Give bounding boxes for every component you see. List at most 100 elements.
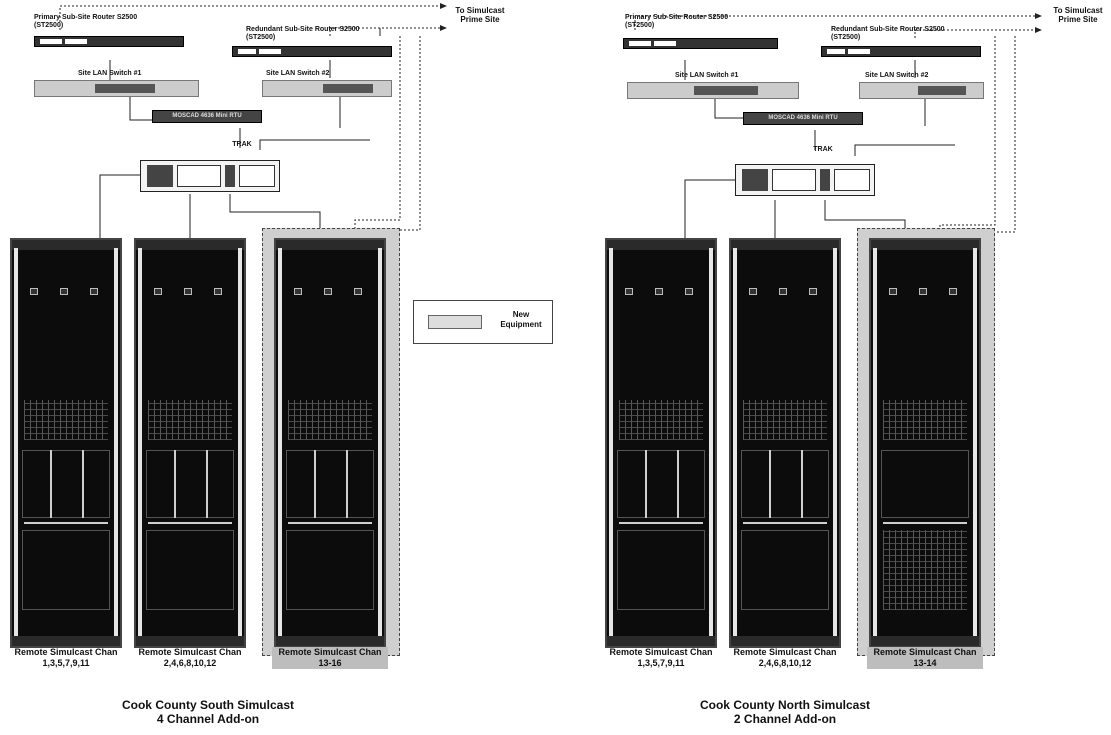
rack-cap	[731, 636, 839, 646]
rack-cap	[136, 636, 244, 646]
legend: New Equipment	[413, 300, 553, 344]
rack-cap	[136, 240, 244, 250]
rack-cap	[871, 240, 979, 250]
rack-indicator	[779, 288, 787, 295]
rack-rail	[833, 248, 837, 638]
rack-indicator	[889, 288, 897, 295]
rack-indicator	[919, 288, 927, 295]
redundant-router-label: Redundant Sub-Site Router S2500 (ST2500)	[831, 26, 961, 41]
trak-module	[834, 169, 870, 191]
north-simulcast-diagram: Primary Sub-Site Router S2500 (ST2500) R…	[595, 0, 1111, 735]
primary-router-label: Primary Sub-Site Router S2500 (ST2500)	[34, 14, 144, 29]
rack-cap	[276, 240, 384, 250]
switch-ports	[694, 86, 758, 95]
redundant-router-text: Redundant Sub-Site Router S2500 (ST2500)	[831, 26, 961, 41]
trak-label: TRAK	[222, 141, 262, 149]
rack-divider	[174, 450, 176, 518]
rack-rail	[973, 248, 977, 638]
to-prime-site-label: To Simulcast Prime Site	[450, 6, 510, 24]
lan-switch-2-label: Site LAN Switch #2	[865, 72, 955, 80]
trak-module	[177, 165, 221, 187]
rack-unit	[22, 530, 110, 610]
rack-module-grid	[619, 400, 703, 440]
rack-cap	[12, 240, 120, 250]
rack-module-grid	[148, 400, 232, 440]
rack-divider	[743, 522, 827, 524]
rack-indicator	[30, 288, 38, 295]
primary-router-text: Primary Sub-Site Router S2500 (ST2500)	[625, 14, 735, 29]
legend-swatch	[428, 315, 482, 329]
rack-rail	[873, 248, 877, 638]
rack-module-grid	[883, 530, 967, 610]
rack-2-caption: Remote Simulcast Chan 2,4,6,8,10,12	[727, 647, 843, 669]
rack-rail	[114, 248, 118, 638]
rack-indicator	[154, 288, 162, 295]
switch-ports	[323, 84, 373, 93]
rack-1	[10, 238, 122, 648]
rack-indicator	[184, 288, 192, 295]
rack-module-grid	[24, 400, 108, 440]
redundant-router-text: Redundant Sub-Site Router S2500 (ST2500)	[246, 26, 376, 41]
trak-unit	[735, 164, 875, 196]
moscad-rtu: MOSCAD 4636 Mini RTU	[743, 112, 863, 125]
router-port	[654, 41, 676, 46]
trak-module	[772, 169, 816, 191]
rack-unit	[286, 450, 374, 518]
rack-divider	[24, 522, 108, 524]
rack-rail	[378, 248, 382, 638]
rack-indicator	[90, 288, 98, 295]
rack-rail	[609, 248, 613, 638]
primary-router-label: Primary Sub-Site Router S2500 (ST2500)	[625, 14, 735, 29]
south-simulcast-diagram: Primary Sub-Site Router S2500 (ST2500) R…	[0, 0, 520, 735]
rack-indicator	[324, 288, 332, 295]
rack-divider	[82, 450, 84, 518]
rack-1-caption: Remote Simulcast Chan 1,3,5,7,9,11	[603, 647, 719, 669]
router-port	[827, 49, 845, 54]
rack-unit	[286, 530, 374, 610]
rack-indicator	[949, 288, 957, 295]
rack-divider	[883, 522, 967, 524]
trak-label: TRAK	[803, 146, 843, 154]
rack-3-new	[274, 238, 386, 648]
lan-switch-2-text: Site LAN Switch #2	[865, 72, 955, 80]
south-title: Cook County South Simulcast 4 Channel Ad…	[58, 698, 358, 726]
north-title: Cook County North Simulcast 2 Channel Ad…	[635, 698, 935, 726]
rack-cap	[871, 636, 979, 646]
rack-indicator	[749, 288, 757, 295]
rack-cap	[12, 636, 120, 646]
rack-indicator	[685, 288, 693, 295]
rack-indicator	[625, 288, 633, 295]
trak-text: TRAK	[222, 141, 262, 149]
redundant-router-label: Redundant Sub-Site Router S2500 (ST2500)	[246, 26, 376, 41]
lan-switch-1-text: Site LAN Switch #1	[78, 70, 168, 78]
rack-unit	[22, 450, 110, 518]
to-prime-site-label: To Simulcast Prime Site	[1047, 6, 1109, 24]
lan-switch-1-label: Site LAN Switch #1	[78, 70, 168, 78]
rack-1	[605, 238, 717, 648]
rack-unit	[881, 450, 969, 518]
lan-switch-1-label: Site LAN Switch #1	[675, 72, 765, 80]
lan-switch-2-label: Site LAN Switch #2	[266, 70, 356, 78]
north-title-line2: 2 Channel Add-on	[635, 712, 935, 726]
primary-router	[623, 38, 778, 49]
rack-unit	[617, 450, 705, 518]
lan-switch-1	[34, 80, 199, 97]
router-port	[40, 39, 62, 44]
trak-unit	[140, 160, 280, 192]
rack-module-grid	[743, 400, 827, 440]
rack-unit	[146, 450, 234, 518]
rack-rail	[138, 248, 142, 638]
router-port	[259, 49, 281, 54]
rack-3-new	[869, 238, 981, 648]
redundant-router	[232, 46, 392, 57]
rack-rail	[14, 248, 18, 638]
trak-module	[742, 169, 768, 191]
router-port	[65, 39, 87, 44]
south-title-line1: Cook County South Simulcast	[58, 698, 358, 712]
rack-indicator	[354, 288, 362, 295]
primary-router-text: Primary Sub-Site Router S2500 (ST2500)	[34, 14, 144, 29]
rack-3-caption: Remote Simulcast Chan 13-16	[272, 647, 388, 669]
rack-unit	[741, 530, 829, 610]
rack-rail	[709, 248, 713, 638]
rack-indicator	[60, 288, 68, 295]
